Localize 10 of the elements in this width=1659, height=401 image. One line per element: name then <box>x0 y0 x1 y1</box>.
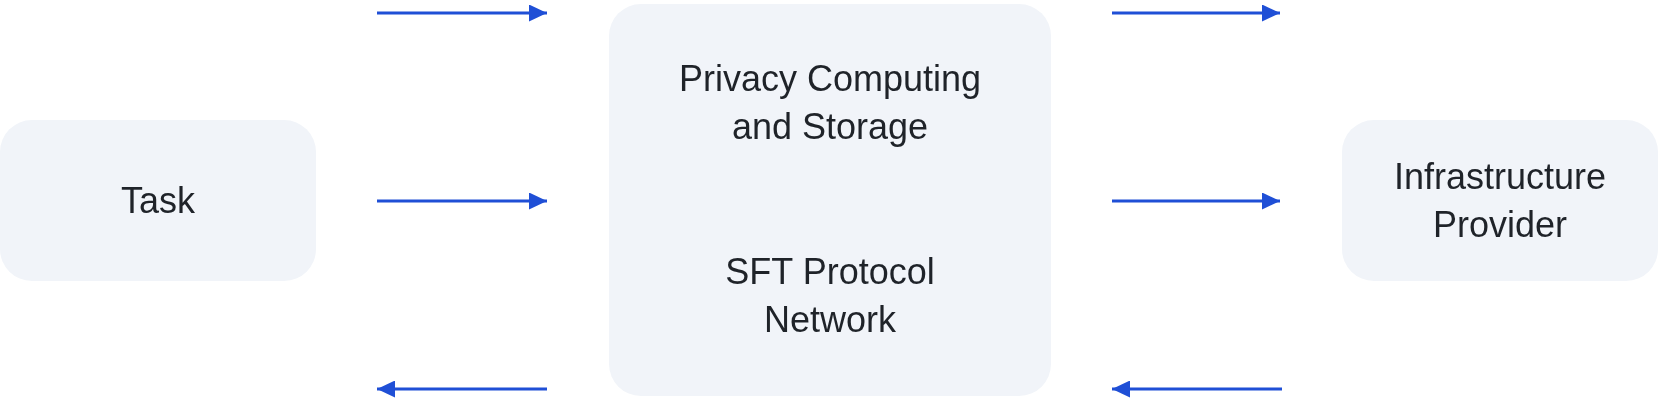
box-label: Task <box>121 178 195 223</box>
arrow <box>377 192 547 210</box>
arrow <box>1112 4 1280 22</box>
box-label: SFT Protocol Network <box>724 250 936 342</box>
arrow <box>1112 380 1282 398</box>
box-label: Infrastructure Provider <box>1392 154 1608 247</box>
arrow <box>377 4 547 22</box>
arrow <box>377 380 547 398</box>
box-label: Privacy Computing and Storage <box>677 57 983 149</box>
arrow <box>1112 192 1280 210</box>
